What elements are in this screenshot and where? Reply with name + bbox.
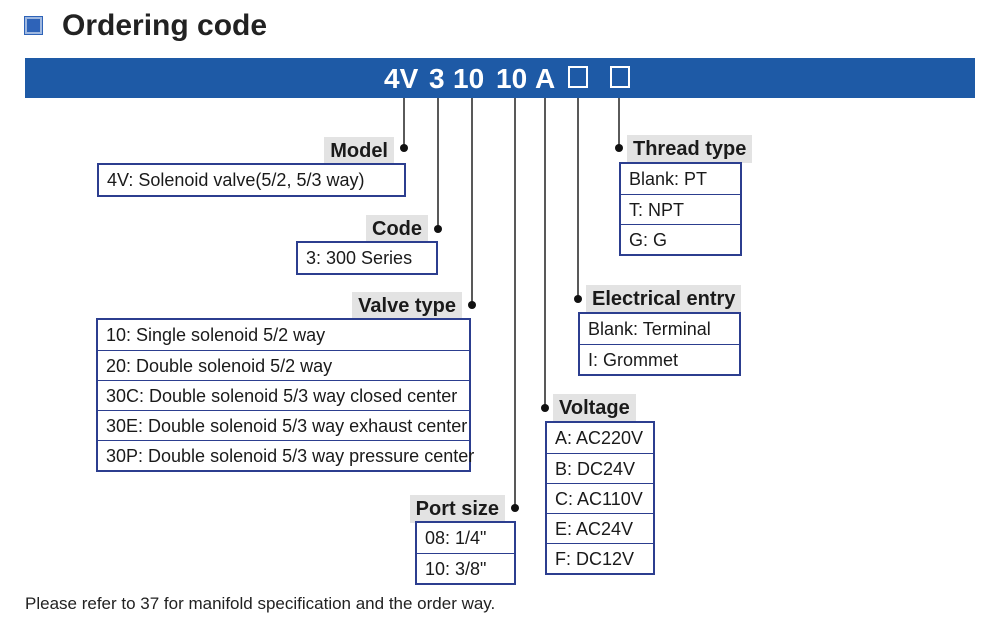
table-row: A: AC220V [555, 428, 644, 448]
title-square-icon [24, 16, 43, 35]
table-row: I: Grommet [580, 344, 739, 374]
table-row: 3: 300 Series [306, 248, 413, 268]
code-token-series: 3 [429, 63, 445, 94]
connector-dot-voltage [541, 404, 549, 412]
label-port-size: Port size [409, 495, 505, 523]
label-valve-type: Valve type [352, 292, 462, 320]
table-row: F: DC12V [547, 543, 653, 573]
table-row: 08: 1/4" [425, 528, 487, 548]
table-voltage: A: AC220V B: DC24V C: AC110V E: AC24V F:… [545, 421, 655, 575]
table-row: 20: Double solenoid 5/2 way [98, 350, 469, 380]
connector-dot-code [434, 225, 442, 233]
table-valve-type: 10: Single solenoid 5/2 way 20: Double s… [96, 318, 474, 472]
connector-dot-valve-type [468, 301, 476, 309]
connector-dot-port-size [511, 504, 519, 512]
label-electrical-entry: Electrical entry [586, 285, 742, 313]
table-row: G: G [621, 224, 740, 254]
label-voltage: Voltage [553, 394, 636, 422]
table-row: 10: Single solenoid 5/2 way [106, 325, 326, 345]
table-row: 10: 3/8" [417, 553, 514, 583]
code-token-model: 4V [384, 63, 419, 94]
table-row: C: AC110V [547, 483, 653, 513]
connector-dot-model [400, 144, 408, 152]
connector-dot-electrical [574, 295, 582, 303]
code-token-port-size: 10 [496, 63, 528, 94]
table-row: B: DC24V [547, 453, 653, 483]
table-row: T: NPT [621, 194, 740, 224]
table-code: 3: 300 Series [296, 241, 438, 275]
code-placeholder-thread [610, 66, 630, 88]
table-row: 30P: Double solenoid 5/3 way pressure ce… [98, 440, 474, 470]
table-row: 30E: Double solenoid 5/3 way exhaust cen… [98, 410, 469, 440]
table-row: 4V: Solenoid valve(5/2, 5/3 way) [107, 170, 365, 190]
table-row: E: AC24V [547, 513, 653, 543]
table-thread-type: Blank: PT T: NPT G: G [619, 162, 742, 256]
footnote: Please refer to 37 for manifold specific… [25, 594, 496, 613]
label-thread-type: Thread type [627, 135, 753, 163]
connector-dot-thread [615, 144, 623, 152]
table-port-size: 08: 1/4" 10: 3/8" [415, 521, 516, 585]
code-token-valve-type: 10 [453, 63, 485, 94]
table-model: 4V: Solenoid valve(5/2, 5/3 way) [97, 163, 406, 197]
label-model: Model [324, 137, 394, 165]
table-row: 30C: Double solenoid 5/3 way closed cent… [98, 380, 469, 410]
code-placeholder-electrical [568, 66, 588, 88]
table-row: Blank: PT [629, 169, 708, 189]
page-title: Ordering code [62, 9, 268, 42]
label-code: Code [366, 215, 428, 243]
code-banner [25, 58, 975, 98]
table-row: Blank: Terminal [588, 319, 711, 339]
table-electrical-entry: Blank: Terminal I: Grommet [578, 312, 741, 376]
code-token-voltage: A [535, 63, 556, 94]
